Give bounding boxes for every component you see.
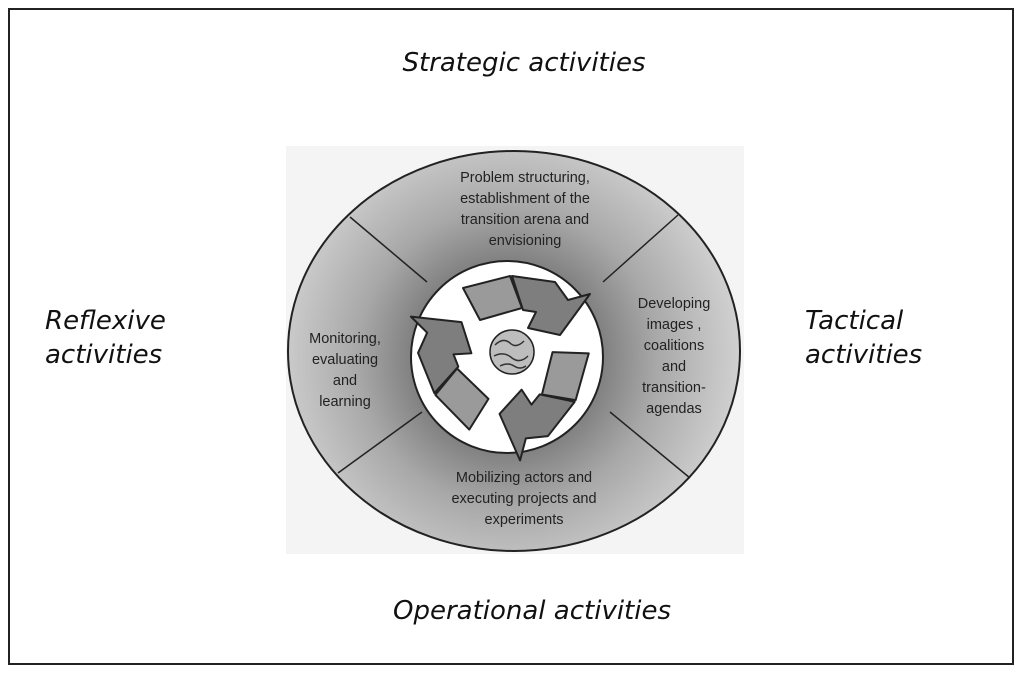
segment-left-line3: and [333, 373, 357, 389]
label-tactical-line2: activities [805, 340, 923, 370]
label-tactical: Tactical activities [805, 304, 922, 372]
segment-top-line3: transition arena and [461, 212, 589, 228]
segment-right-line2: images , [647, 317, 702, 333]
segment-top-line2: establishment of the [460, 191, 590, 207]
segment-right-line3: coalitions [644, 338, 704, 354]
label-reflexive: Reflexive activities [45, 304, 166, 372]
segment-right-line5: transition- [642, 380, 706, 396]
segment-bottom-line2: executing projects and [451, 491, 596, 507]
segment-bottom-line3: experiments [485, 512, 564, 528]
segment-bottom: Mobilizing actors and executing projects… [451, 470, 596, 528]
segment-left: Monitoring, evaluating and learning [309, 331, 381, 410]
segment-left-line2: evaluating [312, 352, 378, 368]
segment-top: Problem structuring, establishment of th… [460, 170, 590, 249]
segment-right-line1: Developing [638, 296, 711, 312]
label-operational: Operational activities [392, 596, 672, 626]
label-tactical-line1: Tactical [805, 306, 904, 336]
recycle-arrows-icon [394, 275, 601, 471]
segment-right-line6: agendas [646, 401, 702, 417]
segment-right: Developing images , coalitions and trans… [638, 296, 711, 417]
segment-bottom-line1: Mobilizing actors and [456, 470, 592, 486]
segment-top-line1: Problem structuring, [460, 170, 590, 186]
segment-left-line1: Monitoring, [309, 331, 381, 347]
label-reflexive-line2: activities [45, 340, 163, 370]
recycle-arrow-icon [462, 275, 591, 336]
segment-right-line4: and [662, 359, 686, 375]
segment-left-line4: learning [319, 394, 371, 410]
segment-top-line4: envisioning [489, 233, 562, 249]
diagram-frame [8, 8, 1014, 665]
label-reflexive-line1: Reflexive [45, 306, 166, 336]
globe-icon [489, 329, 535, 375]
label-strategic: Strategic activities [402, 48, 646, 78]
segment-dividers [337, 214, 691, 479]
